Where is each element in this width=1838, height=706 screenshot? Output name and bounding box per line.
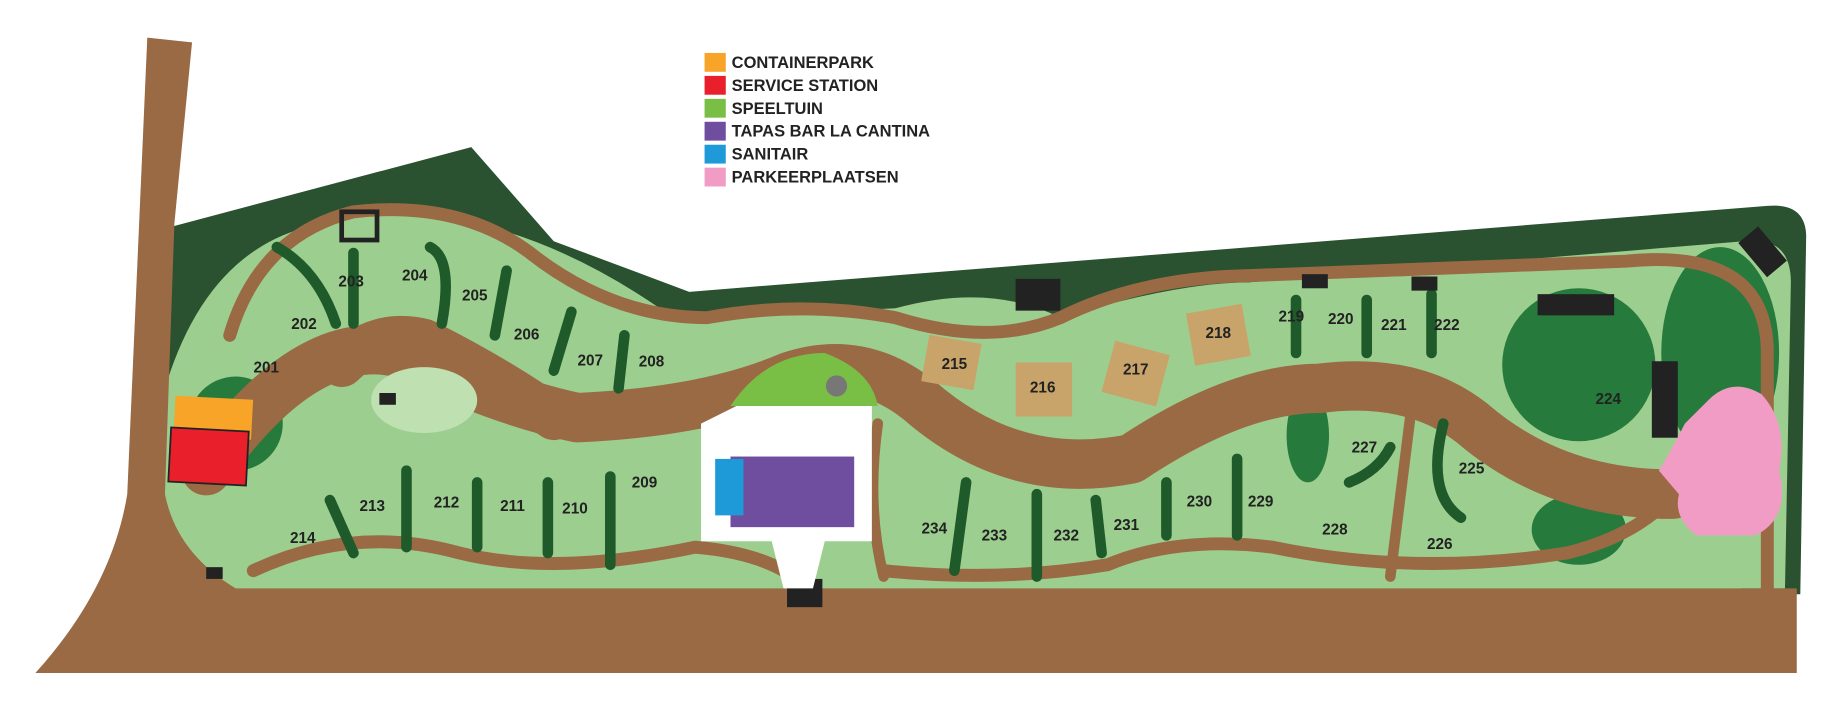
parkeerplaatsen	[1658, 386, 1783, 536]
legend: CONTAINERPARK SERVICE STATION SPEELTUIN TAP…	[704, 52, 930, 187]
legend-label: SPEELTUIN	[732, 100, 823, 118]
legend-label: PARKEERPLAATSEN	[732, 169, 899, 187]
pitch-204[interactable]: 204	[402, 268, 428, 285]
pitch-216[interactable]: 216	[1030, 379, 1056, 396]
pitch-209[interactable]: 209	[632, 475, 658, 492]
pitch-211[interactable]: 211	[500, 498, 525, 515]
pitch-212[interactable]: 212	[434, 495, 460, 512]
legend-swatch	[704, 144, 726, 164]
hedges	[271, 241, 1467, 582]
service-station	[167, 426, 250, 487]
pitch-208[interactable]: 208	[639, 353, 665, 370]
pitch-229[interactable]: 229	[1248, 493, 1274, 510]
pitch-207[interactable]: 207	[578, 352, 604, 369]
pitch-226[interactable]: 226	[1427, 536, 1453, 553]
pitch-232[interactable]: 232	[1054, 528, 1080, 545]
pitch-205[interactable]: 205	[462, 288, 488, 305]
forest-patch	[1502, 288, 1656, 442]
legend-swatch	[704, 75, 726, 95]
pitch-labels: 201 202 203 204 205 206 207 208 209 210 211 212 213 2…	[254, 268, 1622, 553]
pitch-202[interactable]: 202	[291, 316, 317, 333]
legend-label: SERVICE STATION	[732, 77, 879, 95]
legend-swatch	[704, 167, 726, 187]
legend-swatch	[704, 52, 726, 72]
pitch-227[interactable]: 227	[1352, 439, 1378, 456]
road-upper-curve	[319, 316, 577, 441]
pitch-219[interactable]: 219	[1279, 309, 1305, 326]
legend-label: TAPAS BAR LA CANTINA	[732, 123, 930, 141]
road-left-access	[35, 37, 1797, 674]
legend-swatch	[704, 98, 726, 118]
pitch-225[interactable]: 225	[1459, 461, 1485, 478]
sanitair	[715, 458, 744, 516]
building	[379, 393, 396, 405]
legend-label: SANITAIR	[732, 146, 809, 164]
pitch-203[interactable]: 203	[338, 273, 364, 290]
road-connector	[867, 383, 1420, 582]
pitch-201[interactable]: 201	[254, 359, 280, 376]
pitch-220[interactable]: 220	[1328, 311, 1354, 328]
pitch-206[interactable]: 206	[514, 326, 540, 343]
bungalows	[921, 303, 1251, 417]
pitch-214[interactable]: 214	[290, 530, 316, 547]
pitch-213[interactable]: 213	[360, 498, 386, 515]
play-equipment	[825, 375, 848, 397]
pitch-215[interactable]: 215	[942, 356, 968, 373]
pitch-234[interactable]: 234	[922, 521, 948, 538]
island	[371, 367, 478, 434]
pitch-233[interactable]: 233	[982, 528, 1008, 545]
legend-label: CONTAINERPARK	[732, 54, 874, 72]
road-north-loop	[223, 203, 1774, 595]
legend-swatch	[704, 121, 726, 141]
pitch-230[interactable]: 230	[1187, 493, 1213, 510]
pitch-218[interactable]: 218	[1205, 325, 1231, 342]
pitch-221[interactable]: 221	[1381, 317, 1407, 334]
pitch-231[interactable]: 231	[1114, 517, 1140, 534]
pitch-222[interactable]: 222	[1434, 317, 1460, 334]
pitch-228[interactable]: 228	[1322, 522, 1348, 539]
pitch-210[interactable]: 210	[562, 501, 588, 518]
pitch-224[interactable]: 224	[1595, 391, 1621, 408]
buildings	[206, 209, 1787, 608]
tapas-bar-la-cantina	[730, 456, 855, 528]
pitch-217[interactable]: 217	[1123, 362, 1149, 379]
